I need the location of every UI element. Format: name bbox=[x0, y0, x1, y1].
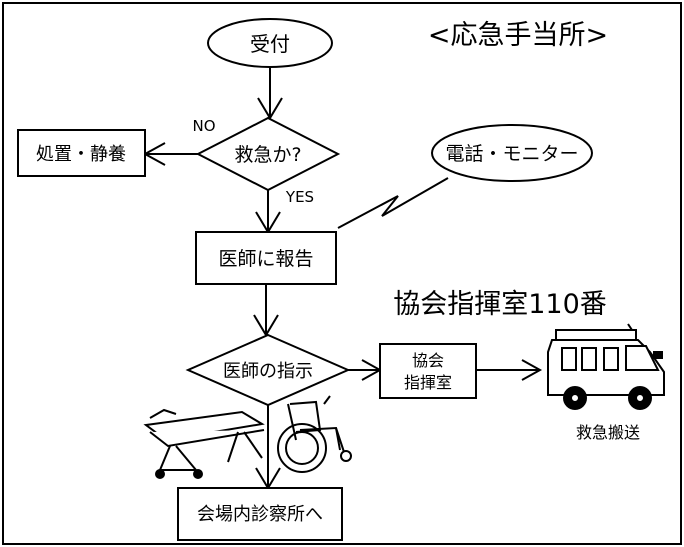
phone-monitor-label: 電話・モニター bbox=[445, 143, 578, 165]
doctor-instruction-label: 医師の指示 bbox=[223, 361, 313, 382]
treatment-rest-label: 処置・静養 bbox=[36, 144, 126, 165]
report-to-doctor-label: 医師に報告 bbox=[218, 248, 313, 270]
arrow-instruction-to-clinic bbox=[255, 405, 281, 490]
emergency-decision-label: 救急か? bbox=[234, 144, 301, 166]
wheelchair-icon bbox=[277, 395, 352, 473]
association-command-110-heading: 協会指揮室110番 bbox=[393, 289, 607, 320]
arrow-association-to-ambulance bbox=[476, 359, 543, 381]
arrow-reception-to-decision bbox=[257, 67, 283, 120]
treatment-rest-node bbox=[17, 129, 146, 177]
arrow-decision-to-report bbox=[255, 190, 281, 234]
arrow-decision-to-treatment bbox=[142, 142, 198, 166]
association-room-label-line2: 指揮室 bbox=[404, 373, 452, 392]
reception-label: 受付 bbox=[250, 32, 290, 56]
arrow-instruction-to-association bbox=[348, 359, 383, 381]
arrow-report-to-instruction bbox=[253, 284, 279, 337]
ambulance-icon bbox=[547, 323, 665, 410]
chart-title: <応急手当所> bbox=[428, 20, 608, 51]
venue-clinic-label: 会場内診察所へ bbox=[197, 504, 323, 525]
association-room-label-line1: 協会 bbox=[412, 351, 444, 370]
wireless-link-line bbox=[337, 177, 449, 229]
no-label: NO bbox=[192, 117, 215, 135]
yes-label: YES bbox=[285, 188, 314, 206]
phone-monitor-node bbox=[431, 124, 593, 182]
association-command-room-node bbox=[379, 343, 477, 399]
stretcher-icon bbox=[143, 408, 265, 479]
emergency-transport-label: 救急搬送 bbox=[576, 423, 640, 442]
venue-clinic-node bbox=[177, 487, 343, 541]
